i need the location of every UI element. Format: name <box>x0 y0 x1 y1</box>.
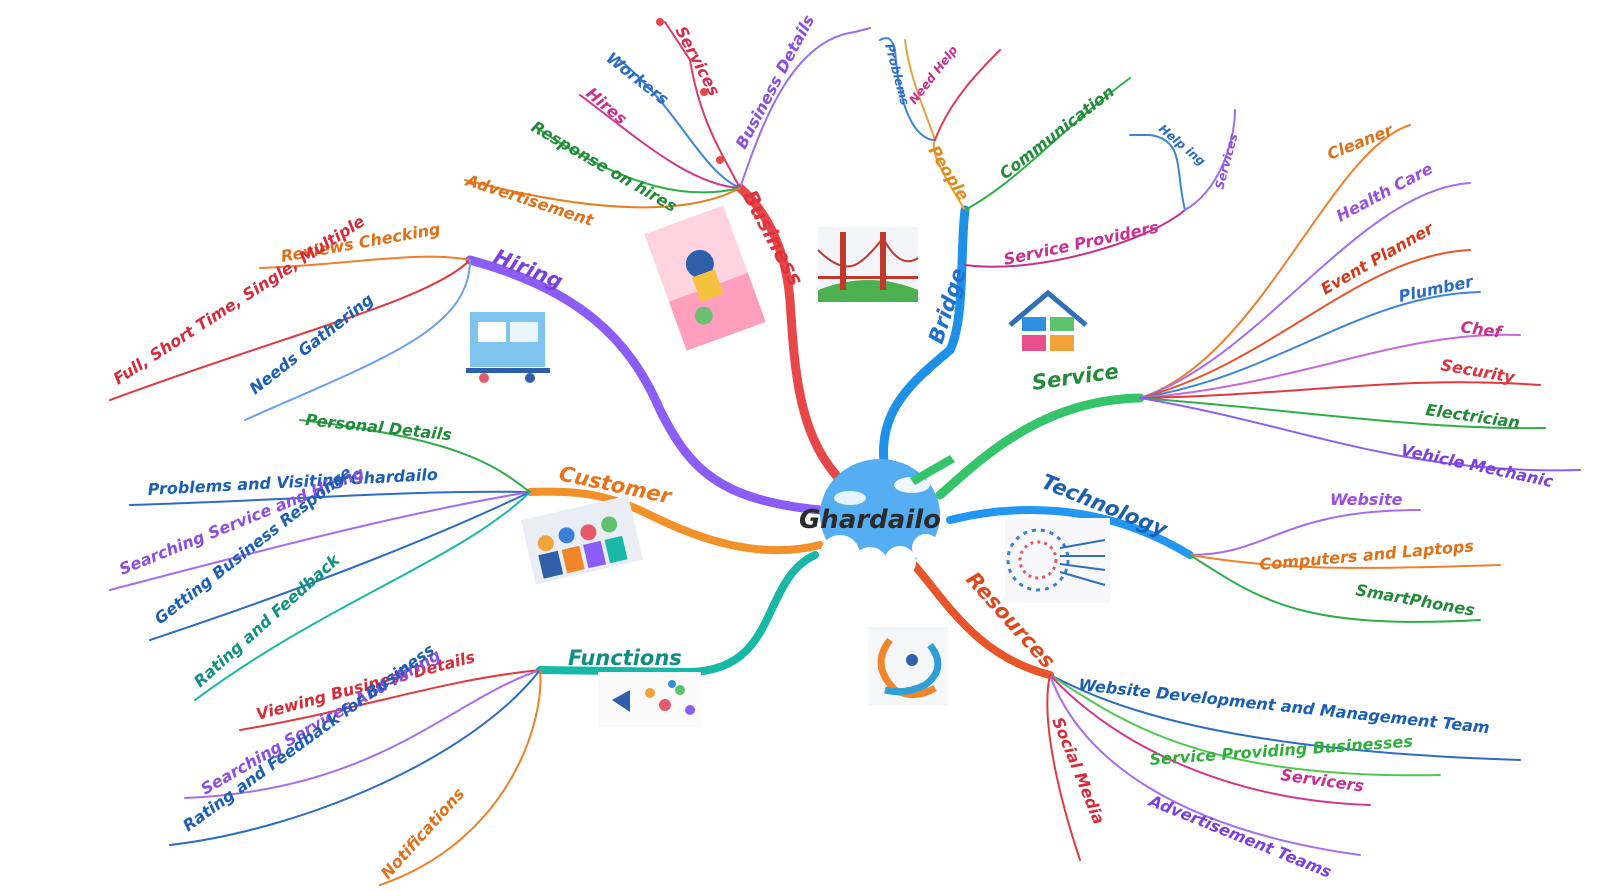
node-advertisement[interactable]: Advertisement <box>462 170 597 230</box>
node-hires[interactable]: Hires <box>582 84 630 129</box>
branch-label-service[interactable]: Service <box>1030 359 1120 395</box>
branch-service-line <box>935 393 1145 500</box>
crowd-people-icon <box>520 495 644 585</box>
helping-hands-icon <box>868 627 948 705</box>
node-advertisement-teams[interactable]: Advertisement Teams <box>1145 790 1335 881</box>
sub-branches <box>109 21 1581 886</box>
recruitment-board-icon <box>460 307 560 389</box>
node-servicers[interactable]: Servicers <box>1279 765 1365 795</box>
node-personal-details[interactable]: Personal Details <box>305 410 453 444</box>
node-smartphones[interactable]: SmartPhones <box>1354 580 1476 620</box>
node-service-providing-businesses[interactable]: Service Providing Businesses <box>1149 732 1413 769</box>
branch-bridge-line <box>879 205 970 475</box>
node-notifications[interactable]: Notifications <box>377 784 468 883</box>
central-topic[interactable]: Ghardailo <box>799 455 955 583</box>
branch-resources-line <box>901 551 1054 679</box>
branch-hiring-line <box>465 255 825 515</box>
branch-functions-line <box>536 551 819 677</box>
marketing-megaphone-icon <box>598 672 701 727</box>
branch-technology-line <box>946 506 1194 559</box>
node-need-help[interactable]: Need Help <box>906 43 960 107</box>
pencil-icon <box>910 455 955 485</box>
accent-dot <box>700 88 708 96</box>
node-people[interactable]: People <box>925 142 973 204</box>
branch-label-hiring[interactable]: Hiring <box>490 244 566 293</box>
branch-label-functions[interactable]: Functions <box>568 646 682 670</box>
node-health-care[interactable]: Health Care <box>1333 159 1436 226</box>
golden-gate-bridge-icon <box>817 227 919 302</box>
node-cleaner[interactable]: Cleaner <box>1324 120 1396 164</box>
main-branches <box>465 183 1194 679</box>
node-bridge-services[interactable]: Services <box>1212 132 1240 191</box>
accent-dot <box>656 18 664 26</box>
node-social-media[interactable]: Social Media <box>1048 714 1108 827</box>
node-full-short-time[interactable]: Full, Short Time, Single, Multiple <box>110 211 368 388</box>
branch-business-line <box>735 183 850 490</box>
center-title: Ghardailo <box>799 505 941 535</box>
node-communication[interactable]: Communication <box>996 82 1118 183</box>
node-vehicle-mechanic[interactable]: Vehicle Mechanic <box>1399 440 1555 491</box>
node-service-providers[interactable]: Service Providers <box>1002 218 1160 269</box>
house-services-icon <box>1008 289 1088 351</box>
node-needs-gathering[interactable]: Needs Gathering <box>246 290 377 398</box>
technology-network-icon <box>1005 518 1110 603</box>
node-chef[interactable]: Chef <box>1459 317 1504 342</box>
business-illustration-icon <box>644 205 766 351</box>
node-plumber[interactable]: Plumber <box>1397 271 1476 306</box>
node-helping[interactable]: Help ing <box>1156 122 1208 169</box>
node-website[interactable]: Website <box>1330 490 1403 509</box>
node-services[interactable]: Services <box>671 23 723 99</box>
node-business-details[interactable]: Business Details <box>732 12 819 152</box>
accent-dot <box>716 156 724 164</box>
branch-customer-line <box>526 487 824 555</box>
